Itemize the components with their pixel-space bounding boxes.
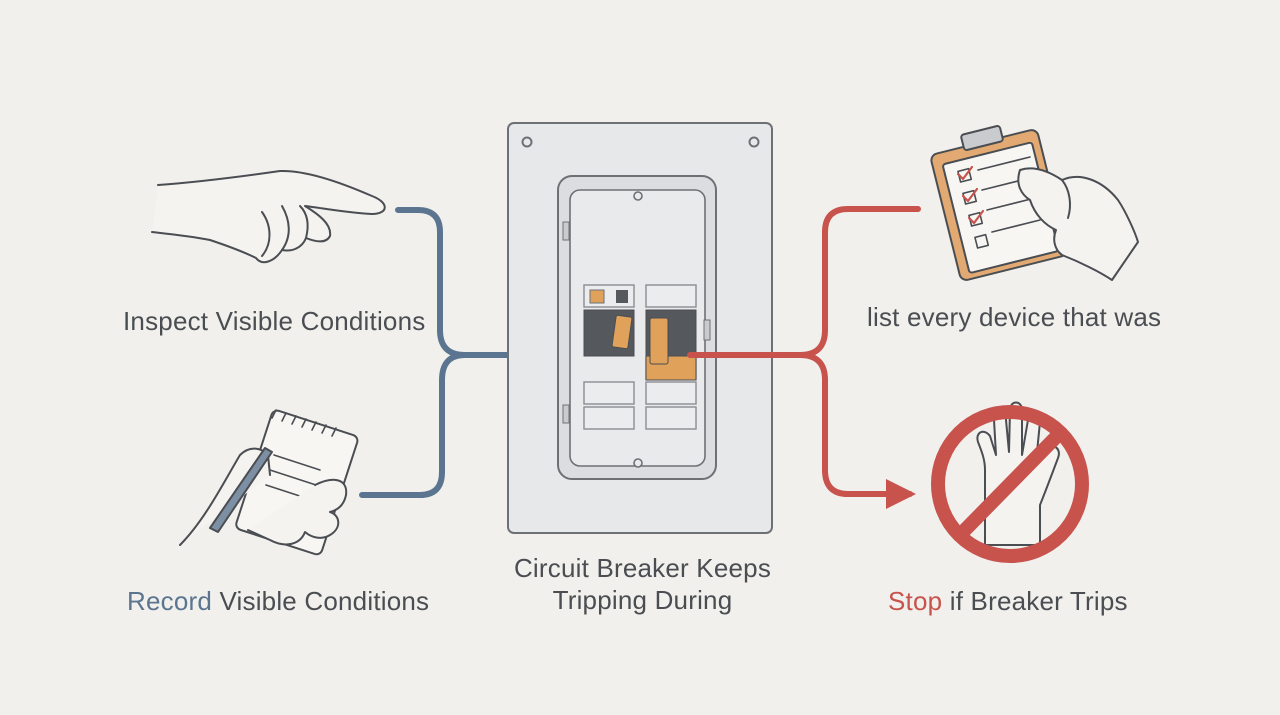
stop-hand-icon [931,401,1089,563]
inspect-label: Inspect Visible Conditions [123,306,426,336]
list-label: list every device that was [867,302,1162,332]
clipboard-checklist-icon [930,125,1139,281]
record-arrow [359,352,468,498]
pointing-hand-icon [151,169,386,264]
record-label: Record Visible Conditions [127,586,429,617]
breaker-panel-icon [507,122,773,534]
record-rest: Visible Conditions [212,586,430,616]
stop-rest: if Breaker Trips [942,586,1128,616]
panel-label-line1: Circuit Breaker Keeps [513,553,772,583]
panel-label-line2: Tripping During [552,585,733,615]
stop-arrow [797,352,916,509]
stop-highlight: Stop [888,586,943,616]
panel-label: Circuit Breaker Keeps Tripping During [500,552,785,616]
record-highlight: Record [127,586,213,616]
stop-label: Stop if Breaker Trips [888,586,1128,617]
notepad-hand-icon [179,409,359,556]
